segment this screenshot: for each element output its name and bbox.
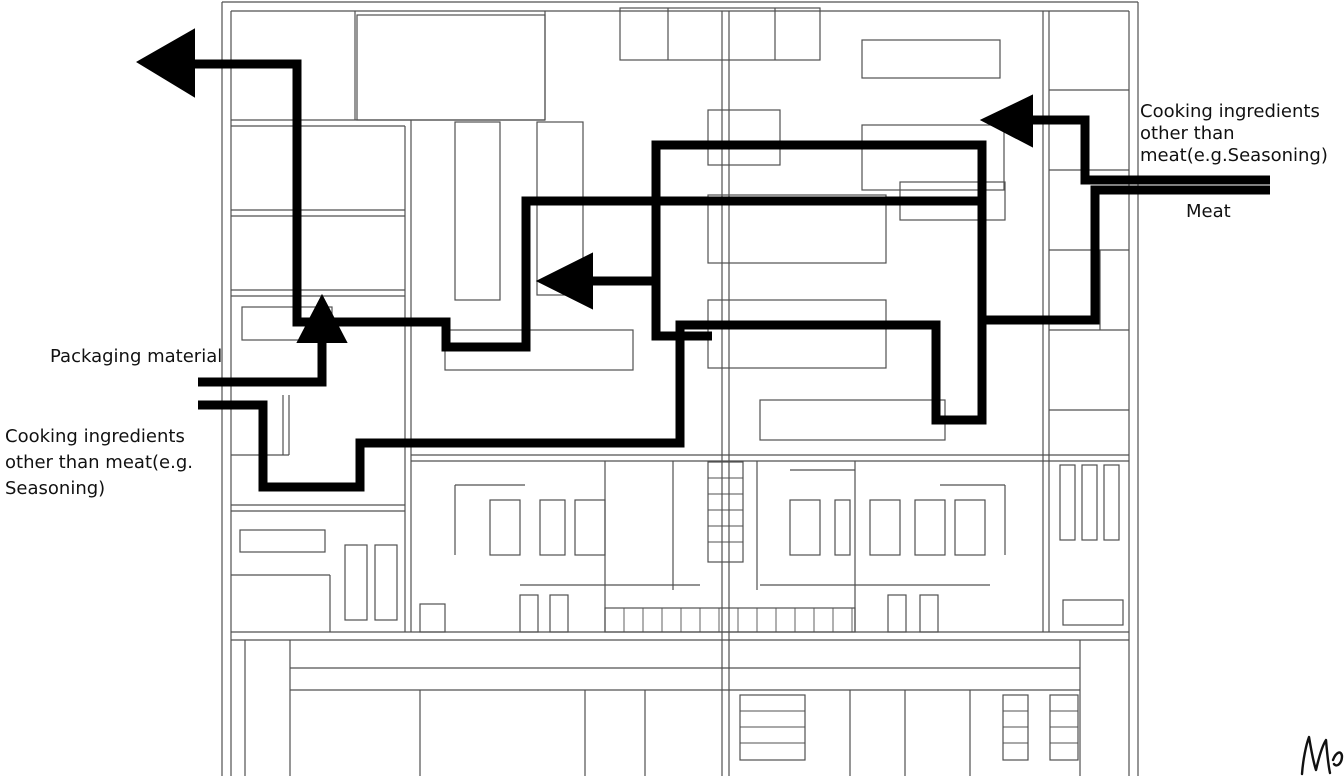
right-ingredients-label-line-2: other than [1140,123,1235,144]
room-outline [536,121,584,296]
room-outline [574,499,606,556]
room-outline [707,109,781,166]
room-outline [1081,464,1098,541]
packaging-flow-line [198,336,327,387]
room-outline [239,529,326,553]
packaging-material-label: Packaging material [50,346,223,367]
room-outline [419,603,446,633]
handwritten-signature [1300,735,1344,776]
exit-flow-line [190,59,982,352]
room-outline [344,544,368,621]
room-outline [707,461,744,563]
room-outline [489,499,521,556]
room-outline [1002,694,1029,761]
left-ingredients-label: Cooking ingredients other than meat(e.g.… [5,424,193,502]
floor-plan-walls [221,1,1139,776]
room-outline [1062,599,1124,626]
left-ingredients-flow-line [198,140,987,492]
room-outline [861,39,1001,79]
packaging-arrowhead-up [296,293,348,343]
room-outline [887,594,907,633]
room-outline [1059,464,1076,541]
meat-flow-line [982,185,1270,325]
room-outline [707,299,887,369]
room-outline [789,499,821,556]
room-outline [834,499,851,556]
right-ingredients-flow-line [1026,115,1270,185]
left-ingredients-label-line-2: other than meat(e.g. [5,452,193,473]
room-outline [549,594,569,633]
exit-arrowhead-left [136,28,195,98]
room-outline [919,594,939,633]
right-ingredients-label: Cooking ingredients other than meat(e.g.… [1140,101,1328,167]
room-outline [954,499,986,556]
right-ingredients-label-line-3: meat(e.g.Seasoning) [1140,145,1328,166]
room-outline [869,499,901,556]
right-ingredients-label-line-1: Cooking ingredients [1140,101,1320,122]
room-outline [519,594,539,633]
room-outline [861,124,1005,191]
room-outline [356,14,546,121]
room-outline [619,7,821,61]
room-outline [1049,694,1079,761]
room-outline [454,121,501,301]
room-outline [604,607,856,633]
room-outline [539,499,566,556]
right-ingredients-arrowhead [979,94,1033,148]
room-outline [759,399,946,441]
left-ingredients-label-line-3: Seasoning) [5,478,106,499]
meat-label: Meat [1186,201,1231,222]
room-outline [1103,464,1120,541]
middle-arrowhead-left [535,252,593,310]
room-outline [707,194,887,264]
room-outline [739,694,806,761]
flow-lines [136,28,1270,492]
room-outline [374,544,398,621]
left-ingredients-label-line-1: Cooking ingredients [5,426,185,447]
room-outline [914,499,946,556]
